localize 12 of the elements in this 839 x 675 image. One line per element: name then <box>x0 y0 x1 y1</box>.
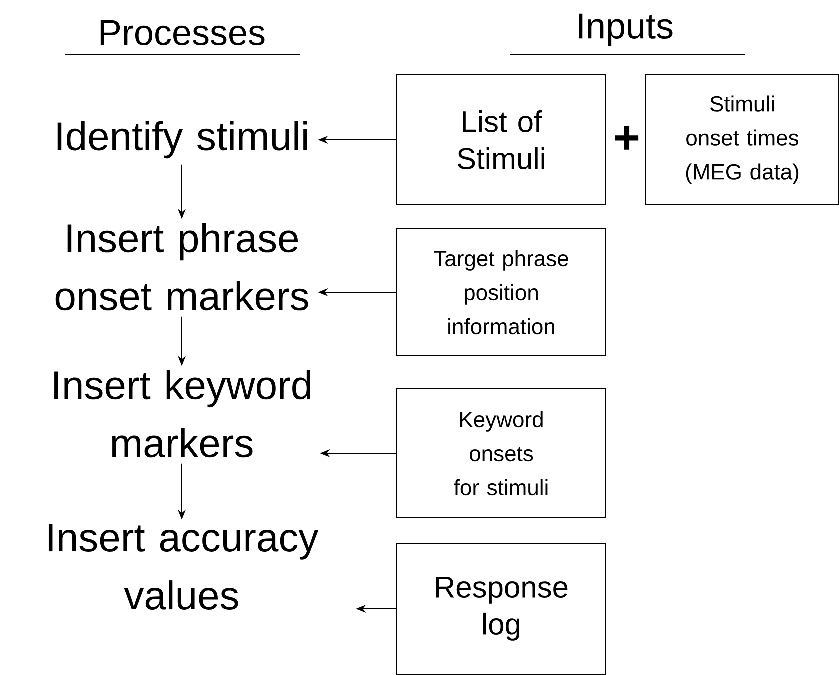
process-text: Insert accuracy values <box>48 524 319 610</box>
input-box: Keyword onsets for stimuli <box>396 388 606 518</box>
process-text: Insert phrase onset markers <box>56 223 308 311</box>
input-box: Target phrase position information <box>396 228 606 356</box>
heading: Inputs <box>510 14 746 56</box>
heading: Processes <box>64 20 300 56</box>
input-box: Stimuli onset times (MEG data) <box>646 74 839 206</box>
input-box: List of Stimuli <box>396 74 606 206</box>
process-text: Insert keyword markers <box>54 370 311 458</box>
process-text: Identify stimuli <box>58 121 308 159</box>
plus-sign: + <box>616 126 639 150</box>
input-box: Response log <box>396 542 606 675</box>
